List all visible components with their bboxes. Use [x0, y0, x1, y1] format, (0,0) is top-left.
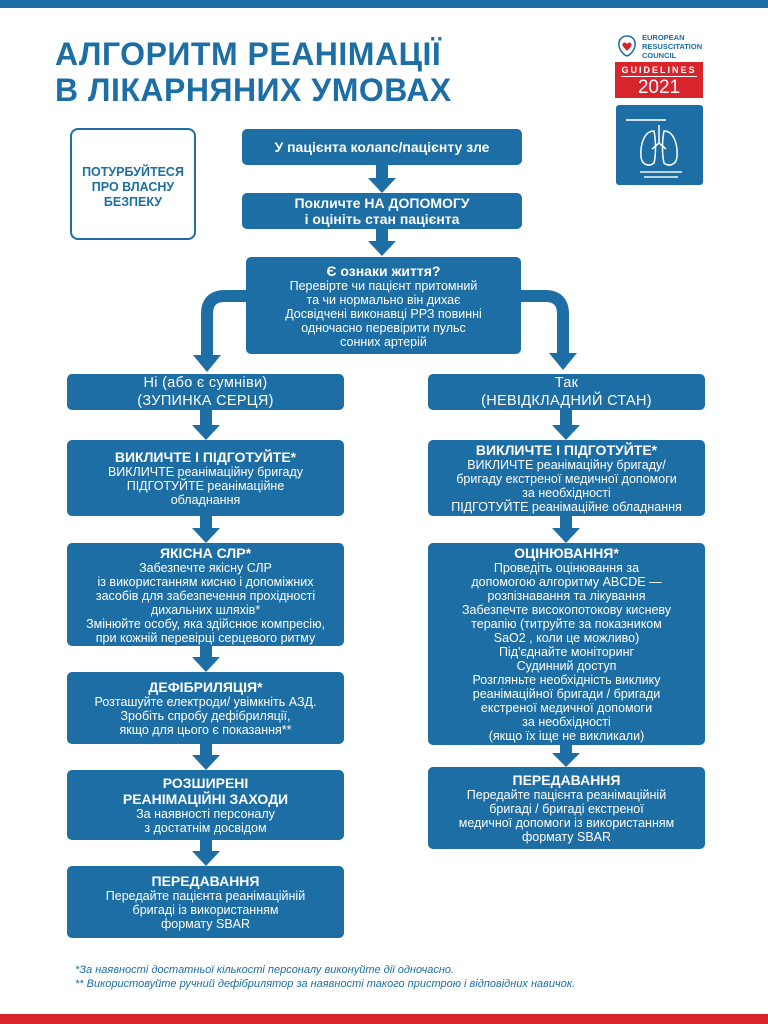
arrow-down-icon [192, 516, 220, 543]
resuscitation-council-logo [616, 105, 703, 185]
arrow-down-icon [192, 840, 220, 866]
top-color-bar [0, 0, 768, 8]
bottom-color-bar [0, 1014, 768, 1024]
safety-reminder: ПОТУРБУЙТЕСЯ ПРО ВЛАСНУ БЕЗПЕКУ [70, 128, 196, 240]
arrow-down-icon [192, 410, 220, 440]
call-prepare-box-left: ВИКЛИЧТЕ І ПІДГОТУЙТЕ* ВИКЛИЧТЕ реанімац… [67, 440, 344, 516]
page-title: АЛГОРИТМ РЕАНІМАЦІЇ В ЛІКАРНЯНИХ УМОВАХ [55, 36, 452, 108]
title-line: АЛГОРИТМ РЕАНІМАЦІЇ [55, 36, 442, 72]
arrow-down-icon [552, 745, 580, 767]
footnotes: *За наявності достатньої кількості персо… [75, 963, 575, 991]
erc-name: EUROPEAN RESUSCITATION COUNCIL [642, 33, 703, 60]
handover-box-left: ПЕРЕДАВАННЯ Передайте пацієнта реанімаці… [67, 866, 344, 938]
arrow-branch-right-icon [521, 290, 577, 370]
arrow-down-icon [552, 516, 580, 543]
lungs-icon [626, 119, 682, 178]
arrow-branch-left-icon [193, 290, 246, 372]
erc-guidelines-logo: EUROPEAN RESUSCITATION COUNCIL GUIDELINE… [612, 30, 704, 100]
footnote: *За наявності достатньої кількості персо… [75, 964, 455, 976]
arrow-down-icon [368, 229, 396, 256]
arrow-down-icon [192, 744, 220, 770]
footnote: ** Використовуйте ручний дефібрилятор за… [75, 978, 576, 990]
call-prepare-box-right: ВИКЛИЧТЕ І ПІДГОТУЙТЕ* ВИКЛИЧТЕ реанімац… [428, 440, 705, 516]
heart-lungs-icon [618, 35, 636, 57]
handover-box-right: ПЕРЕДАВАННЯ Передайте пацієнта реанімаці… [428, 767, 705, 849]
arrow-down-icon [192, 646, 220, 672]
call-help-box: Покличте НА ДОПОМОГУ і оцініть стан паці… [242, 193, 522, 229]
assessment-box: ОЦІНЮВАННЯ* Проведіть оцінювання за допо… [428, 543, 705, 745]
title-line: В ЛІКАРНЯНИХ УМОВАХ [55, 72, 452, 108]
advanced-resuscitation-box: РОЗШИРЕНІ РЕАНІМАЦІЙНІ ЗАХОДИ За наявнос… [67, 770, 344, 840]
arrow-down-icon [368, 165, 396, 193]
yes-branch-label: Так (НЕВІДКЛАДНИЙ СТАН) [428, 374, 705, 410]
guidelines-badge: GUIDELINES 2021 [615, 62, 703, 98]
defibrillation-box: ДЕФІБРИЛЯЦІЯ* Розташуйте електроди/ увім… [67, 672, 344, 744]
quality-cpr-box: ЯКІСНА СЛР* Забезпечте якісну СЛР із вик… [67, 543, 344, 646]
no-branch-label: Ні (або є сумніви) (ЗУПИНКА СЕРЦЯ) [67, 374, 344, 410]
arrow-down-icon [552, 410, 580, 440]
signs-of-life-box: Є ознаки життя? Перевірте чи пацієнт при… [246, 257, 521, 354]
collapse-box: У пацієнта колапс/пацієнту зле [242, 129, 522, 165]
